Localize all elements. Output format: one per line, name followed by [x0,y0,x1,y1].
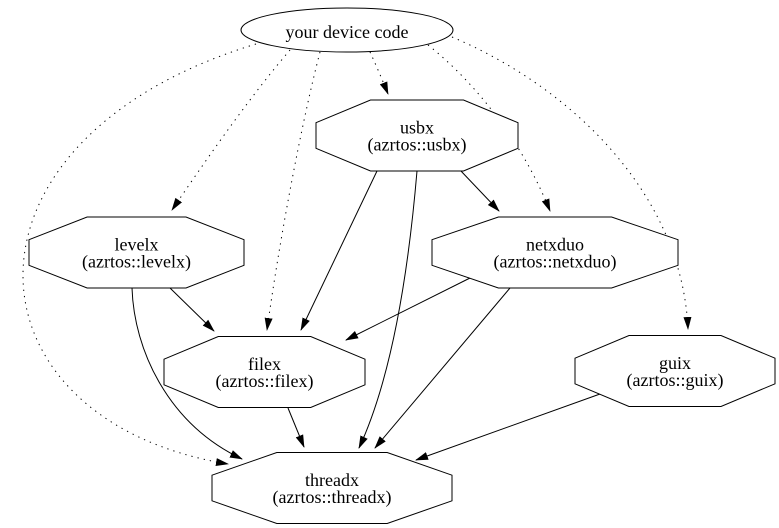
ellipse-shape [240,7,454,53]
edge-device-code-to-usbx [369,51,389,95]
node-sublabel: (azrtos::threadx) [273,487,392,508]
edge-usbx-to-filex [300,170,378,331]
node-usbx: usbx(azrtos::usbx) [315,99,519,172]
edge-levelx-to-filex [169,287,215,332]
node-label: levelx [115,235,159,255]
node-label: your device code [286,22,409,42]
edge-netxduo-to-threadx [374,287,511,449]
node-levelx: levelx(azrtos::levelx) [28,216,245,289]
node-label: filex [248,354,281,374]
node-filex: filex(azrtos::filex) [163,336,366,408]
octagon-shape [574,335,776,407]
nodes-layer: your device codeusbx(azrtos::usbx)levelx… [28,7,776,524]
edge-usbx-to-threadx [358,170,418,449]
node-guix: guix(azrtos::guix) [574,335,776,407]
octagon-shape [163,336,366,408]
node-sublabel: (azrtos::filex) [216,371,314,392]
octagon-shape [28,216,245,289]
octagon-shape [315,99,519,172]
node-sublabel: (azrtos::usbx) [368,135,467,156]
node-sublabel: (azrtos::levelx) [82,252,191,273]
edge-filex-to-threadx [287,407,305,448]
node-sublabel: (azrtos::netxduo) [494,252,617,273]
edge-levelx-to-threadx [131,287,243,460]
node-netxduo: netxduo(azrtos::netxduo) [431,216,679,289]
edge-guix-to-threadx [415,393,601,461]
node-label: usbx [400,118,434,138]
node-label: threadx [305,470,359,490]
node-device-code: your device code [240,7,454,53]
edges-layer [22,36,692,466]
edge-netxduo-to-filex [345,277,471,341]
node-sublabel: (azrtos::guix) [627,370,724,391]
node-label: netxduo [526,235,584,255]
edge-device-code-to-filex [264,51,321,331]
edge-usbx-to-netxduo [459,169,500,212]
node-threadx: threadx(azrtos::threadx) [211,452,453,524]
edge-device-code-to-threadx [22,43,257,466]
node-label: guix [659,353,691,373]
edge-device-code-to-levelx [171,49,291,211]
octagon-shape [211,452,453,524]
octagon-shape [431,216,679,289]
